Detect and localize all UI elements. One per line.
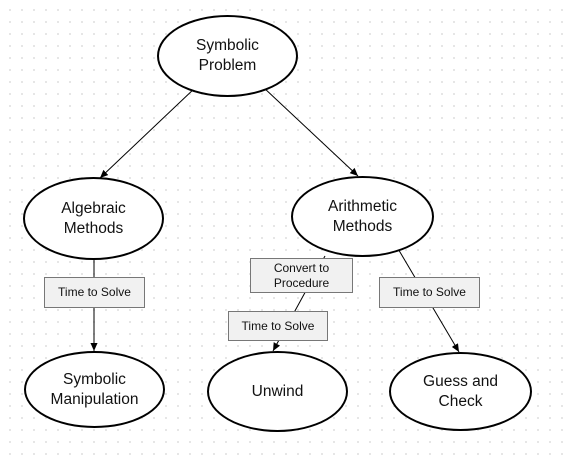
edge-label-unwind-time-to-solve: Time to Solve [228,311,328,341]
edge-label-algebraic-time-to-solve: Time to Solve [44,277,145,308]
node-algebraic-methods[interactable]: Algebraic Methods [23,177,164,260]
node-unwind[interactable]: Unwind [207,351,348,432]
edge-label-convert-to-procedure: Convert to Procedure [250,258,353,293]
edge-label-guess-time-to-solve: Time to Solve [379,277,480,308]
edge-problem-to-arithmetic [262,86,359,177]
node-symbolic-problem[interactable]: Symbolic Problem [157,15,298,97]
node-guess-and-check[interactable]: Guess and Check [389,352,532,431]
node-arithmetic-methods[interactable]: Arithmetic Methods [291,176,434,257]
node-symbolic-manipulation[interactable]: Symbolic Manipulation [24,351,165,428]
edge-problem-to-algebraic [99,86,197,179]
